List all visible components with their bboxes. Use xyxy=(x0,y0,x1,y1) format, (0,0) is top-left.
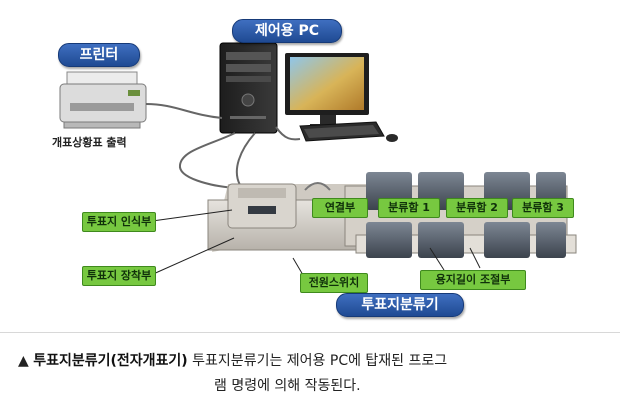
sorter-bin-3-label: 분류함 3 xyxy=(512,198,574,218)
ballot-reader-label: 투표지 인식부 xyxy=(82,212,156,232)
caption: ▲ 투표지분류기(전자개표기) 투표지분류기는 제어용 PC에 탑재된 프로그 … xyxy=(18,349,610,399)
ballot-loader-label: 투표지 장착부 xyxy=(82,266,156,286)
pc-tower-illustration xyxy=(219,42,278,134)
cables xyxy=(145,103,301,189)
printer-title: 프린터 xyxy=(58,43,140,67)
paper-length-adjuster-label: 용지길이 조절부 xyxy=(420,270,526,290)
control-pc-title: 제어용 PC xyxy=(232,19,342,43)
sorter-bin-2-label: 분류함 2 xyxy=(446,198,508,218)
caption-text-line1: 투표지분류기는 제어용 PC에 탑재된 프로그 xyxy=(192,353,448,369)
triangle-icon: ▲ xyxy=(18,353,29,369)
power-switch-label: 전원스위치 xyxy=(300,273,368,293)
leader-lines xyxy=(144,209,481,276)
diagram-area: 제어용 PC 프린터 개표상황표 출력 투표지 인식부 투표지 장착부 연결부 … xyxy=(52,19,577,317)
caption-text-line2: 램 명령에 의해 작동된다. xyxy=(214,378,361,394)
caption-bold-title: 투표지분류기(전자개표기) xyxy=(33,353,188,369)
sorter-bin-1-label: 분류함 1 xyxy=(378,198,440,218)
connector-label: 연결부 xyxy=(312,198,368,218)
caption-divider xyxy=(0,332,620,333)
machine-title: 투표지분류기 xyxy=(336,293,464,317)
printer-output-label: 개표상황표 출력 xyxy=(52,136,127,149)
monitor-illustration xyxy=(285,53,398,142)
printer-illustration xyxy=(59,71,147,129)
